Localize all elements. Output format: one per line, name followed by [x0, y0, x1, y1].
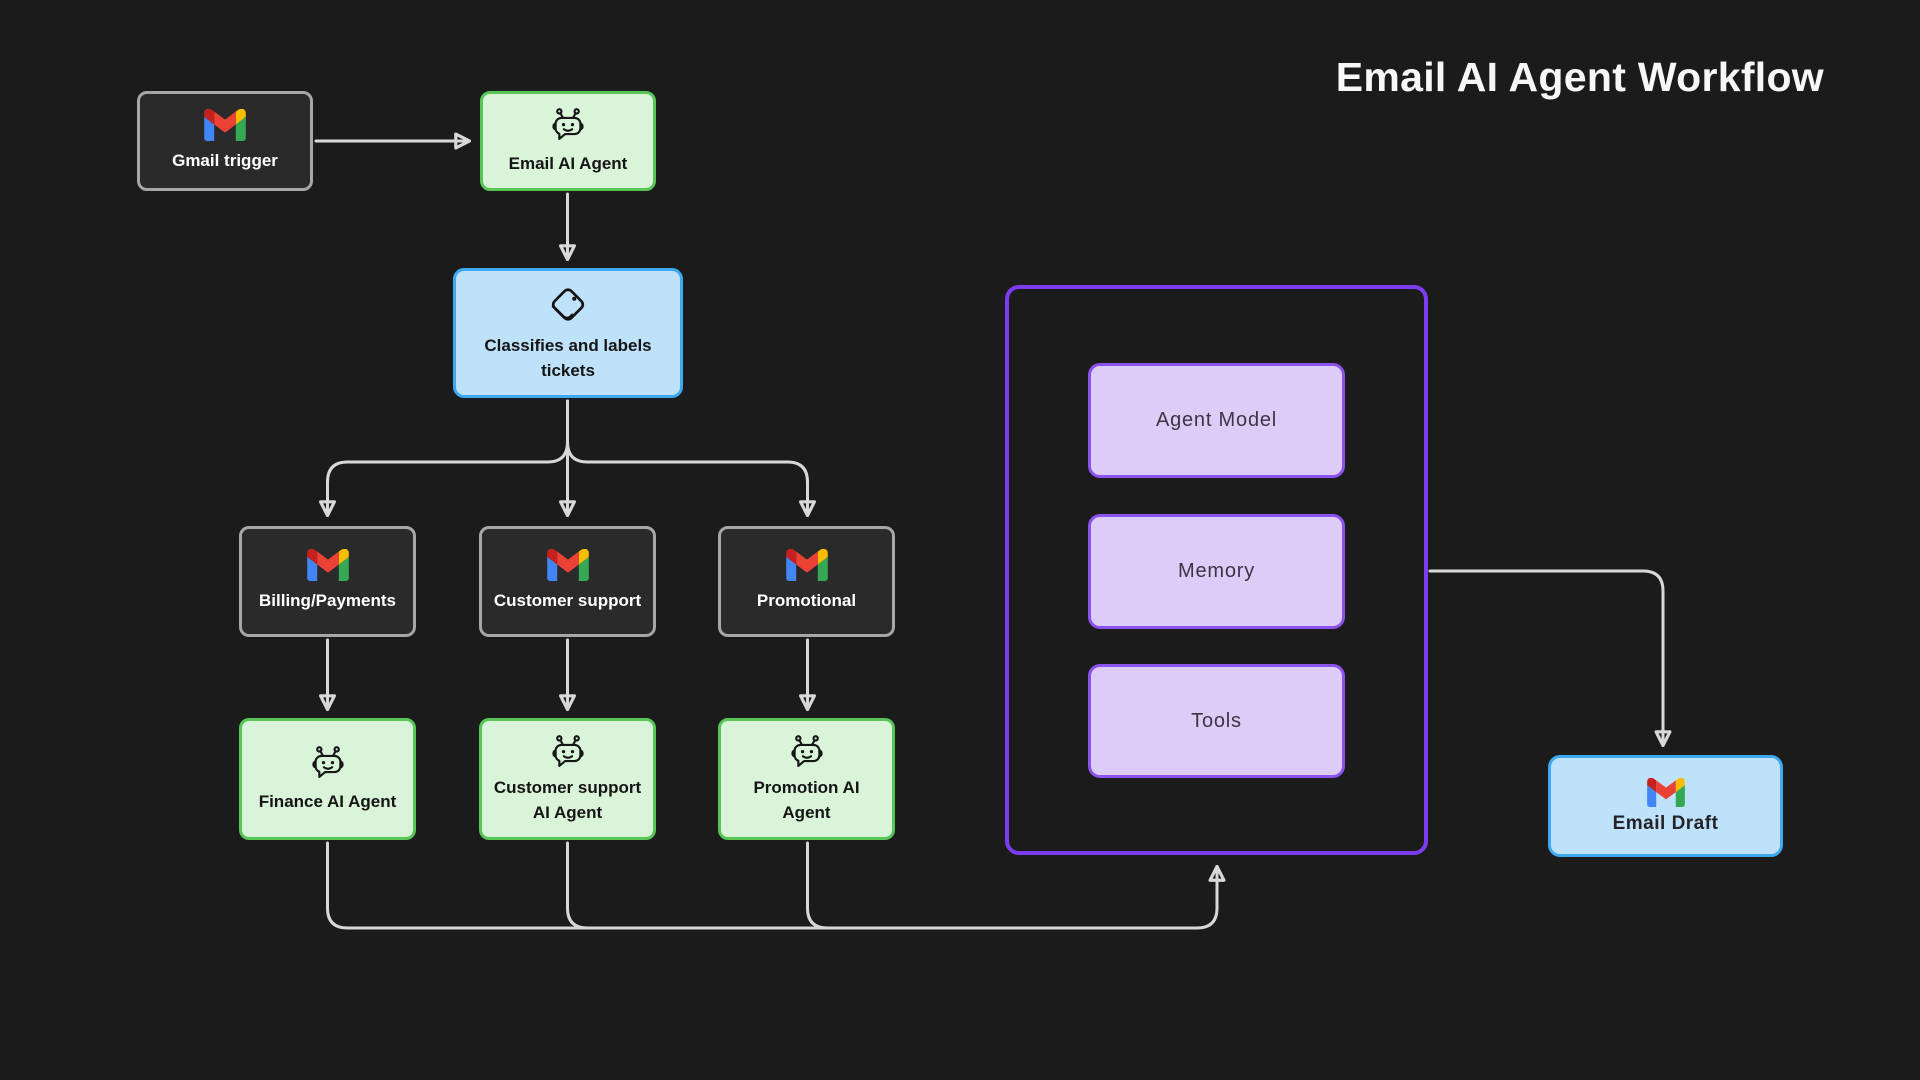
robot-icon — [308, 744, 348, 782]
gmail-icon — [307, 549, 349, 581]
node-label: Agent Model — [1155, 409, 1278, 431]
robot-icon — [787, 733, 827, 771]
node-promotion-ai-agent: Promotion AI Agent — [718, 718, 895, 840]
node-email-draft: Email Draft — [1548, 755, 1783, 857]
node-finance-ai-agent: Finance AI Agent — [239, 718, 416, 840]
connector-classifier-to-billing — [319, 399, 569, 518]
connector-support-agent-merge — [566, 841, 647, 930]
node-agent-model: Agent Model — [1088, 363, 1345, 478]
node-label: Billing/Payments — [259, 591, 396, 611]
gmail-icon — [547, 549, 589, 581]
node-promotional: Promotional — [718, 526, 895, 637]
connector-agents-to-internals — [326, 841, 1226, 930]
node-label: Classifies and labels tickets — [484, 336, 652, 380]
gmail-icon — [786, 549, 828, 581]
node-label: Gmail trigger — [172, 150, 278, 170]
connector-classifier-to-promotional — [566, 399, 816, 518]
tags-icon — [545, 282, 591, 328]
node-memory: Memory — [1088, 514, 1345, 629]
gmail-icon — [1647, 778, 1685, 807]
node-label: Customer support AI Agent — [493, 777, 642, 822]
node-customer-support-ai-agent: Customer support AI Agent — [479, 718, 656, 840]
robot-icon — [548, 733, 588, 771]
node-classifier: Classifies and labels tickets — [453, 268, 683, 398]
node-gmail-trigger: Gmail trigger — [137, 91, 313, 191]
node-label: Promotion AI Agent — [753, 777, 860, 822]
gmail-icon — [204, 109, 246, 141]
node-email-ai-agent: Email AI Agent — [480, 91, 656, 191]
agent-internals-frame — [1005, 285, 1428, 855]
node-label: Email Draft — [1612, 812, 1719, 834]
node-label: Promotional — [756, 591, 857, 611]
node-label: Finance AI Agent — [258, 791, 397, 811]
node-label: Customer support — [493, 591, 642, 611]
robot-icon — [548, 106, 588, 144]
page-title: Email AI Agent Workflow — [1335, 54, 1824, 100]
node-tools: Tools — [1088, 664, 1345, 778]
node-billing-payments: Billing/Payments — [239, 526, 416, 637]
node-label: Memory — [1177, 560, 1256, 582]
node-label: Email AI Agent — [508, 153, 628, 173]
node-customer-support: Customer support — [479, 526, 656, 637]
connector-internals-to-draft — [1428, 569, 1672, 748]
connector-promotion-agent-merge — [806, 841, 887, 930]
node-label: Tools — [1191, 709, 1242, 732]
